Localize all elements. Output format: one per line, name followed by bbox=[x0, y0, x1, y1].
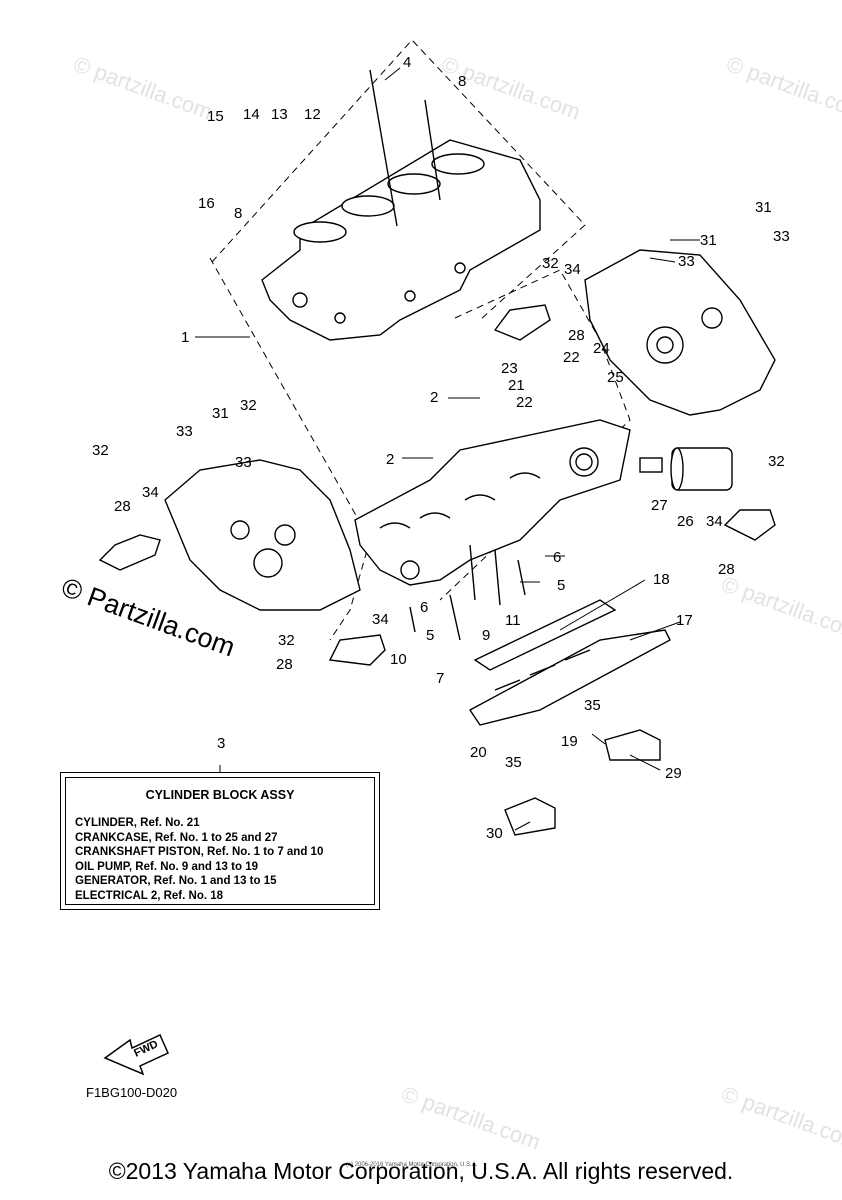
legend-title: CYLINDER BLOCK ASSY bbox=[145, 788, 295, 802]
watermark-text: © partzilla.com bbox=[70, 51, 216, 124]
callout-5: 5 bbox=[557, 577, 565, 594]
callout-33: 33 bbox=[678, 253, 695, 270]
legend-lines: CYLINDER, Ref. No. 21 CRANKCASE, Ref. No… bbox=[75, 816, 323, 903]
callout-33: 33 bbox=[235, 454, 252, 471]
oil-filter bbox=[639, 447, 733, 491]
callout-10: 10 bbox=[390, 651, 407, 668]
assembly-legend-box: CYLINDER BLOCK ASSY CYLINDER, Ref. No. 2… bbox=[60, 772, 380, 910]
watermark-text: © partzilla.com bbox=[398, 1081, 544, 1154]
callout-1: 1 bbox=[181, 329, 189, 346]
callout-22: 22 bbox=[563, 349, 580, 366]
callout-31: 31 bbox=[700, 232, 717, 249]
callout-6: 6 bbox=[553, 549, 561, 566]
callout-12: 12 bbox=[304, 106, 321, 123]
fwd-arrow: FWD bbox=[103, 1033, 169, 1076]
legend-line: CYLINDER, Ref. No. 21 bbox=[75, 817, 200, 829]
callout-35: 35 bbox=[505, 754, 522, 771]
callout-30: 30 bbox=[486, 825, 503, 842]
callout-32: 32 bbox=[542, 255, 559, 272]
callout-18: 18 bbox=[653, 571, 670, 588]
callout-labels: 1 2 2 3 4 5 5 6 6 7 8 8 9 10 11 12 13 14… bbox=[92, 54, 790, 842]
right-cover bbox=[584, 249, 776, 416]
left-cover bbox=[164, 459, 361, 611]
callout-32: 32 bbox=[768, 453, 785, 470]
callout-32: 32 bbox=[278, 632, 295, 649]
callout-29: 29 bbox=[665, 765, 682, 782]
callout-28: 28 bbox=[568, 327, 585, 344]
footer-small-text: (c) 2006-2016 Yamaha Motor Corporation, … bbox=[346, 1162, 478, 1168]
callout-25: 25 bbox=[607, 369, 624, 386]
callout-8: 8 bbox=[458, 73, 466, 90]
callout-31: 31 bbox=[755, 199, 772, 216]
callout-13: 13 bbox=[271, 106, 288, 123]
callout-31: 31 bbox=[212, 405, 229, 422]
callout-3: 3 bbox=[217, 735, 225, 752]
crankcase-group-outline bbox=[209, 257, 371, 641]
callout-2: 2 bbox=[430, 389, 438, 406]
callout-26: 26 bbox=[677, 513, 694, 530]
callout-17: 17 bbox=[676, 612, 693, 629]
legend-line: CRANKCASE, Ref. No. 1 to 25 and 27 bbox=[75, 831, 278, 844]
callout-34: 34 bbox=[372, 611, 389, 628]
cylinder-group-outline bbox=[211, 39, 586, 321]
callout-24: 24 bbox=[593, 340, 610, 357]
engine-mounts bbox=[98, 304, 776, 836]
oil-pan bbox=[468, 599, 671, 726]
legend-inner-border: CYLINDER BLOCK ASSY CYLINDER, Ref. No. 2… bbox=[65, 777, 375, 905]
legend-line: GENERATOR, Ref. No. 1 and 13 to 15 bbox=[75, 875, 277, 887]
callout-32: 32 bbox=[92, 442, 109, 459]
callout-9: 9 bbox=[482, 627, 490, 644]
callout-28: 28 bbox=[114, 498, 131, 515]
callout-34: 34 bbox=[142, 484, 159, 501]
callout-2: 2 bbox=[386, 451, 394, 468]
callout-14: 14 bbox=[243, 106, 260, 123]
callout-28: 28 bbox=[276, 656, 293, 673]
bolts bbox=[369, 69, 526, 641]
callout-21: 21 bbox=[508, 377, 525, 394]
callout-27: 27 bbox=[651, 497, 668, 514]
legend-line: OIL PUMP, Ref. No. 9 and 13 to 19 bbox=[75, 860, 258, 873]
callout-28: 28 bbox=[718, 561, 735, 578]
callout-6: 6 bbox=[420, 599, 428, 616]
callout-8: 8 bbox=[234, 205, 242, 222]
callout-11: 11 bbox=[505, 612, 521, 629]
callout-34: 34 bbox=[706, 513, 723, 530]
callout-22: 22 bbox=[516, 394, 533, 411]
copyright-text: ©2013 Yamaha Motor Corporation, U.S.A. A… bbox=[108, 1158, 734, 1184]
diagram-code: F1BG100-D020 bbox=[86, 1085, 178, 1100]
callout-35: 35 bbox=[584, 697, 601, 714]
cylinder-block bbox=[261, 139, 541, 341]
legend-line: CRANKSHAFT PISTON, Ref. No. 1 to 7 and 1… bbox=[75, 846, 324, 858]
callout-33: 33 bbox=[773, 228, 790, 245]
crankcase bbox=[354, 419, 631, 586]
callout-4: 4 bbox=[403, 54, 411, 71]
watermark-text: © partzilla.com bbox=[718, 571, 842, 644]
callout-5: 5 bbox=[426, 627, 434, 644]
callout-31: 32 bbox=[240, 397, 257, 414]
callout-34: 34 bbox=[564, 261, 581, 278]
callout-19: 19 bbox=[561, 733, 578, 750]
callout-7: 7 bbox=[436, 670, 444, 687]
callout-16: 16 bbox=[198, 195, 215, 212]
callout-20: 20 bbox=[470, 744, 487, 761]
callout-23: 23 bbox=[501, 360, 518, 377]
leader-lines bbox=[195, 67, 700, 831]
callout-15: 15 bbox=[207, 108, 224, 125]
watermark-text: © partzilla.com bbox=[723, 51, 842, 124]
callout-33: 33 bbox=[176, 423, 193, 440]
watermark-text: © partzilla.com bbox=[718, 1081, 842, 1154]
legend-line: ELECTRICAL 2, Ref. No. 18 bbox=[75, 889, 224, 902]
